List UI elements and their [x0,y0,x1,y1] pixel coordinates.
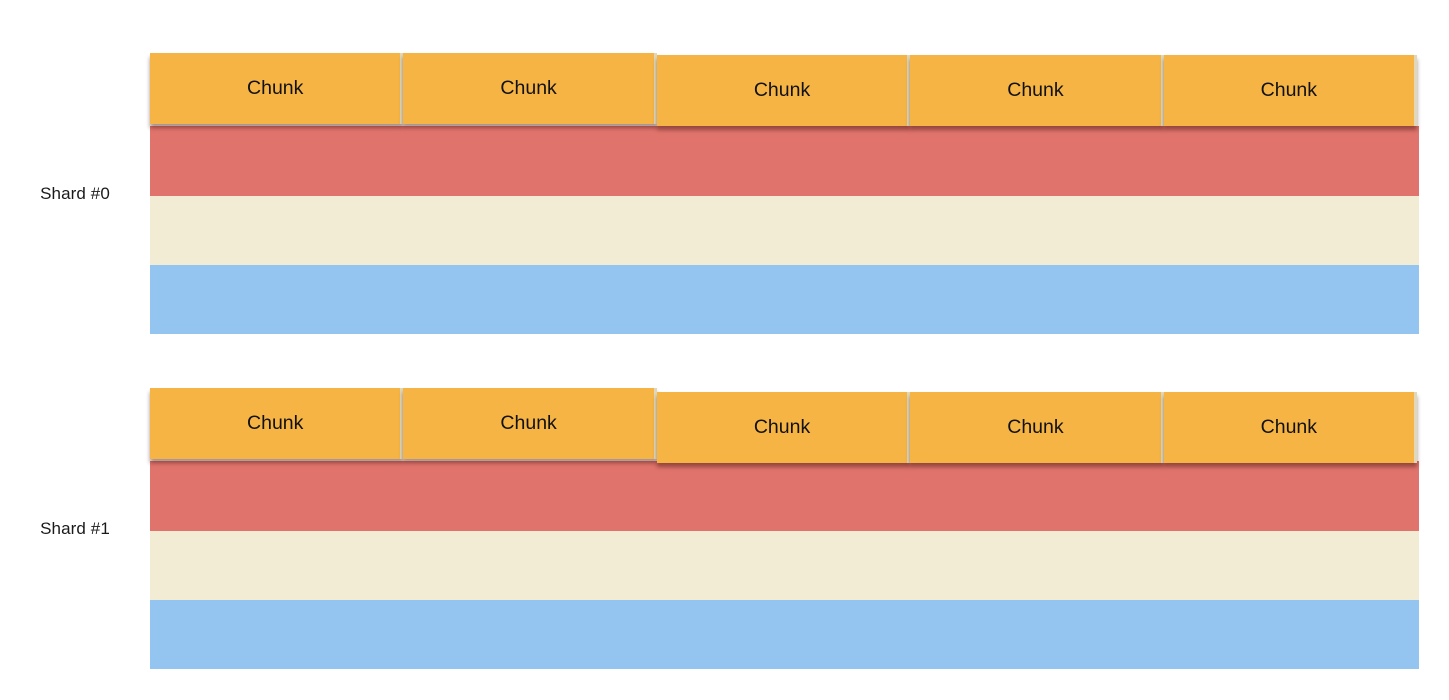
cream-bar [150,196,1419,265]
chunk-box: Chunk [656,55,911,126]
chunk-label: Chunk [753,79,811,101]
chunk-label: Chunk [500,77,557,99]
cream-bar [150,531,1419,600]
chunk-label: Chunk [500,412,557,434]
chunk-box: Chunk [1163,392,1418,463]
chunk-box: Chunk [150,53,404,124]
red-bar [150,126,1419,196]
chunk-row: Chunk Chunk Chunk Chunk Chunk [150,53,1419,126]
chunk-box: Chunk [910,55,1164,126]
chunk-box: Chunk [656,392,911,463]
chunk-box: Chunk [403,388,657,459]
chunk-row: Chunk Chunk Chunk Chunk Chunk [150,388,1419,463]
blue-bar [150,265,1419,334]
chunk-label: Chunk [1260,416,1318,438]
shard-label: Shard #0 [40,183,110,203]
chunk-label: Chunk [1260,79,1318,101]
chunk-box: Chunk [403,53,657,124]
blue-bar [150,600,1419,669]
shard-stack: Chunk Chunk Chunk Chunk Chunk [150,388,1419,669]
chunk-label: Chunk [1007,79,1064,101]
chunk-label: Chunk [1007,416,1064,438]
shard-label: Shard #1 [40,518,110,538]
chunk-box: Chunk [1163,55,1418,126]
chunk-box: Chunk [150,388,404,459]
shard-block-0: Shard #0 Chunk Chunk Chunk Chunk Chunk [0,53,1449,334]
chunk-label: Chunk [247,412,304,434]
shard-block-1: Shard #1 Chunk Chunk Chunk Chunk Chunk [0,388,1449,669]
red-bar [150,461,1419,531]
chunk-label: Chunk [753,416,811,438]
chunk-label: Chunk [247,77,304,99]
shard-stack: Chunk Chunk Chunk Chunk Chunk [150,53,1419,334]
chunk-box: Chunk [910,392,1164,463]
